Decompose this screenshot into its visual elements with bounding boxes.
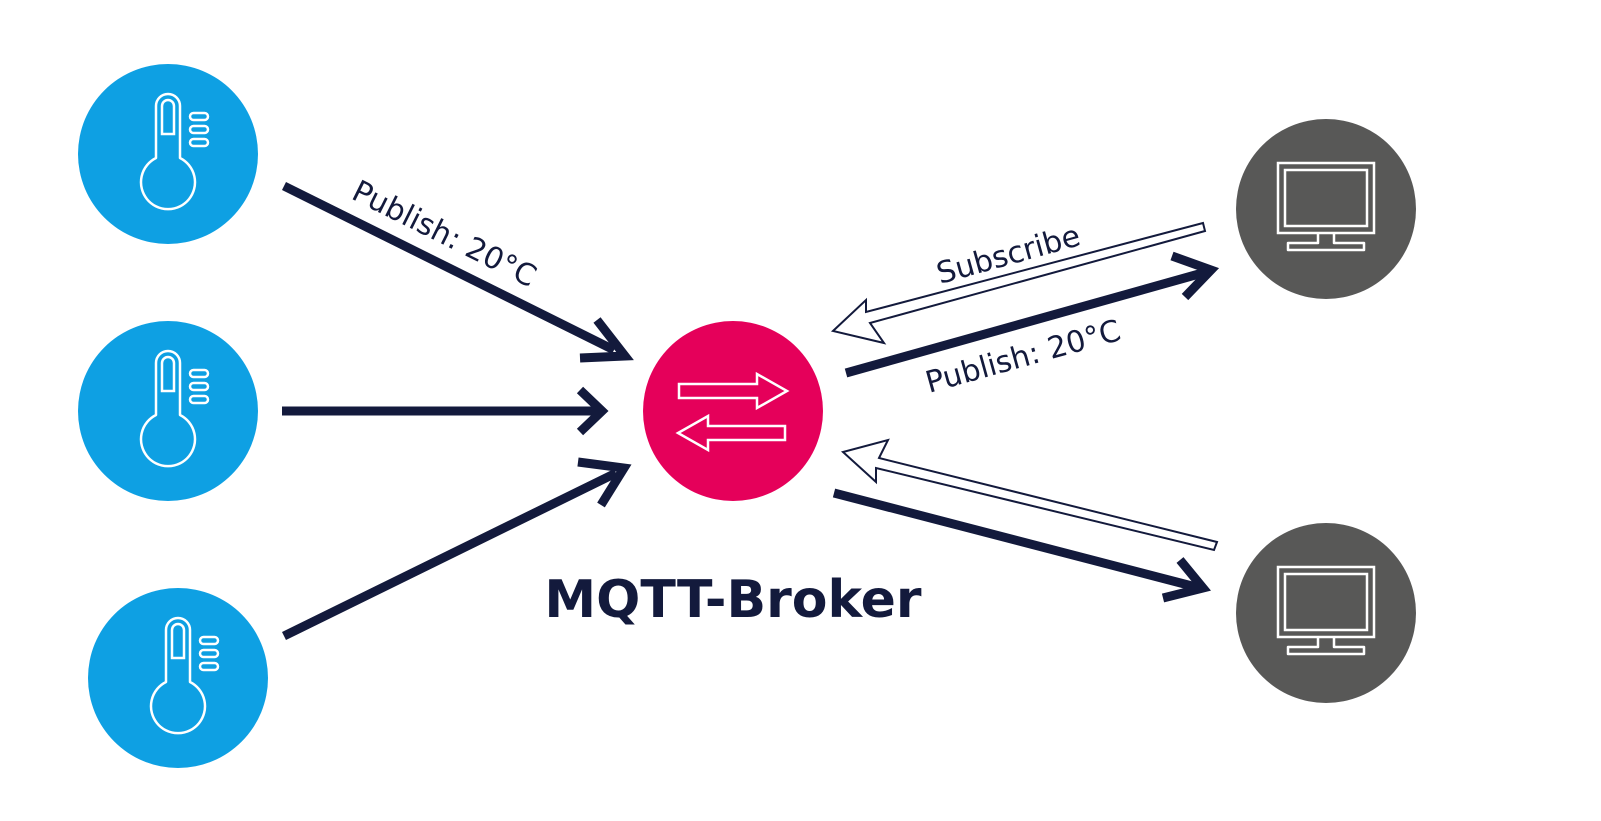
- sensor-node-2: [78, 321, 258, 501]
- arrow-broker-to-client-1: [844, 251, 1220, 378]
- subscribe-arrows: [830, 221, 1219, 552]
- arrow-sensor-3-to-broker: [282, 457, 632, 641]
- client-circle: [1236, 523, 1416, 703]
- client-node-2: [1236, 523, 1416, 703]
- client-circle: [1236, 119, 1416, 299]
- sensor-circle: [78, 64, 258, 244]
- sensor-node-3: [88, 588, 268, 768]
- arrow-subscribe-client-2: [840, 438, 1219, 552]
- client-node-1: [1236, 119, 1416, 299]
- sensor-circle: [88, 588, 268, 768]
- broker-node: [643, 321, 823, 501]
- arrow-broker-to-client-2: [832, 488, 1211, 603]
- sensor-node-1: [78, 64, 258, 244]
- arrow-sensor-2-to-broker: [282, 386, 609, 436]
- exchange-arrows-icon: [675, 371, 790, 453]
- broker-label: MQTT-Broker: [544, 570, 921, 630]
- arrow-subscribe-client-1: [830, 221, 1207, 345]
- sensor-circle: [78, 321, 258, 501]
- client-publish-arrows: [832, 251, 1220, 603]
- arrow-sensor-1-to-broker: [281, 181, 634, 363]
- sensor-arrows: [281, 181, 634, 641]
- broker-circle: [643, 321, 823, 501]
